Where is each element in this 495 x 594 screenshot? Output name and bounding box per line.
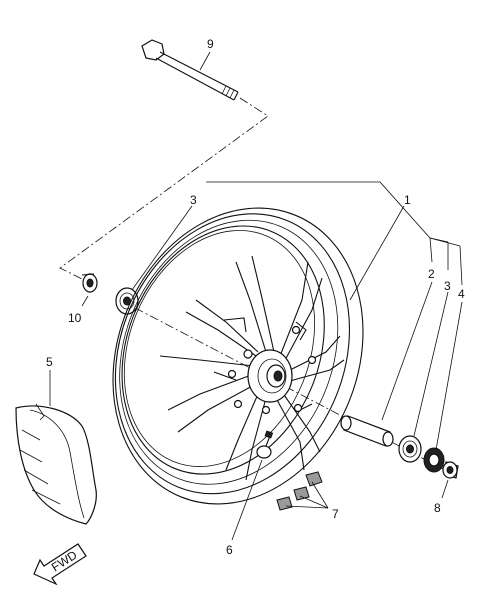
- valve-icon: [256, 430, 274, 459]
- leader-lines: [49, 51, 463, 541]
- callout-7: 7: [332, 507, 339, 521]
- callout-6: 6: [226, 543, 233, 557]
- callout-3-left: 3: [190, 193, 197, 207]
- balance-weight-icon: [276, 471, 323, 511]
- callout-1: 1: [404, 193, 411, 207]
- oil-seal-icon: [423, 447, 445, 473]
- bearing-right-icon: [398, 435, 422, 463]
- callout-2: 2: [428, 267, 435, 281]
- axle-bolt-icon: [141, 39, 239, 101]
- callout-5: 5: [46, 355, 53, 369]
- wheel-hub-icon: [227, 325, 317, 415]
- callout-8: 8: [434, 501, 441, 515]
- callout-4: 4: [458, 287, 465, 301]
- collar-8-icon: [442, 461, 459, 479]
- fwd-arrow-icon: [33, 543, 87, 586]
- tire-icon: [15, 403, 97, 525]
- collar-right-icon: [340, 415, 394, 447]
- collar-icon: [81, 273, 98, 293]
- wheel-rim-icon: [112, 207, 364, 505]
- callout-10: 10: [68, 311, 82, 325]
- axle-centerline: [59, 97, 269, 283]
- callout-9: 9: [207, 37, 214, 51]
- callout-3-right: 3: [444, 279, 451, 293]
- bearing-left-icon: [115, 287, 139, 315]
- wheel-spokes: [159, 255, 345, 481]
